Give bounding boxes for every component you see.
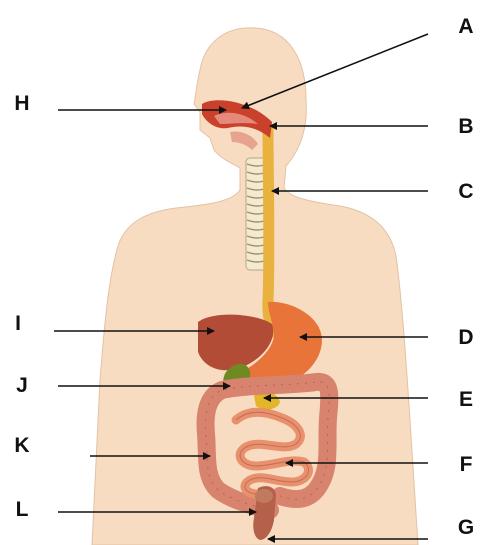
label-I: I (15, 312, 21, 335)
label-B: B (458, 115, 473, 138)
label-C: C (458, 180, 473, 203)
label-H: H (14, 92, 29, 115)
label-J: J (16, 374, 28, 397)
label-K: K (14, 434, 29, 457)
label-D: D (458, 326, 473, 349)
label-F: F (460, 453, 473, 476)
appendix (255, 489, 273, 503)
label-L: L (16, 498, 29, 521)
label-E: E (459, 388, 473, 411)
label-G: G (458, 516, 474, 539)
label-A: A (458, 15, 473, 38)
